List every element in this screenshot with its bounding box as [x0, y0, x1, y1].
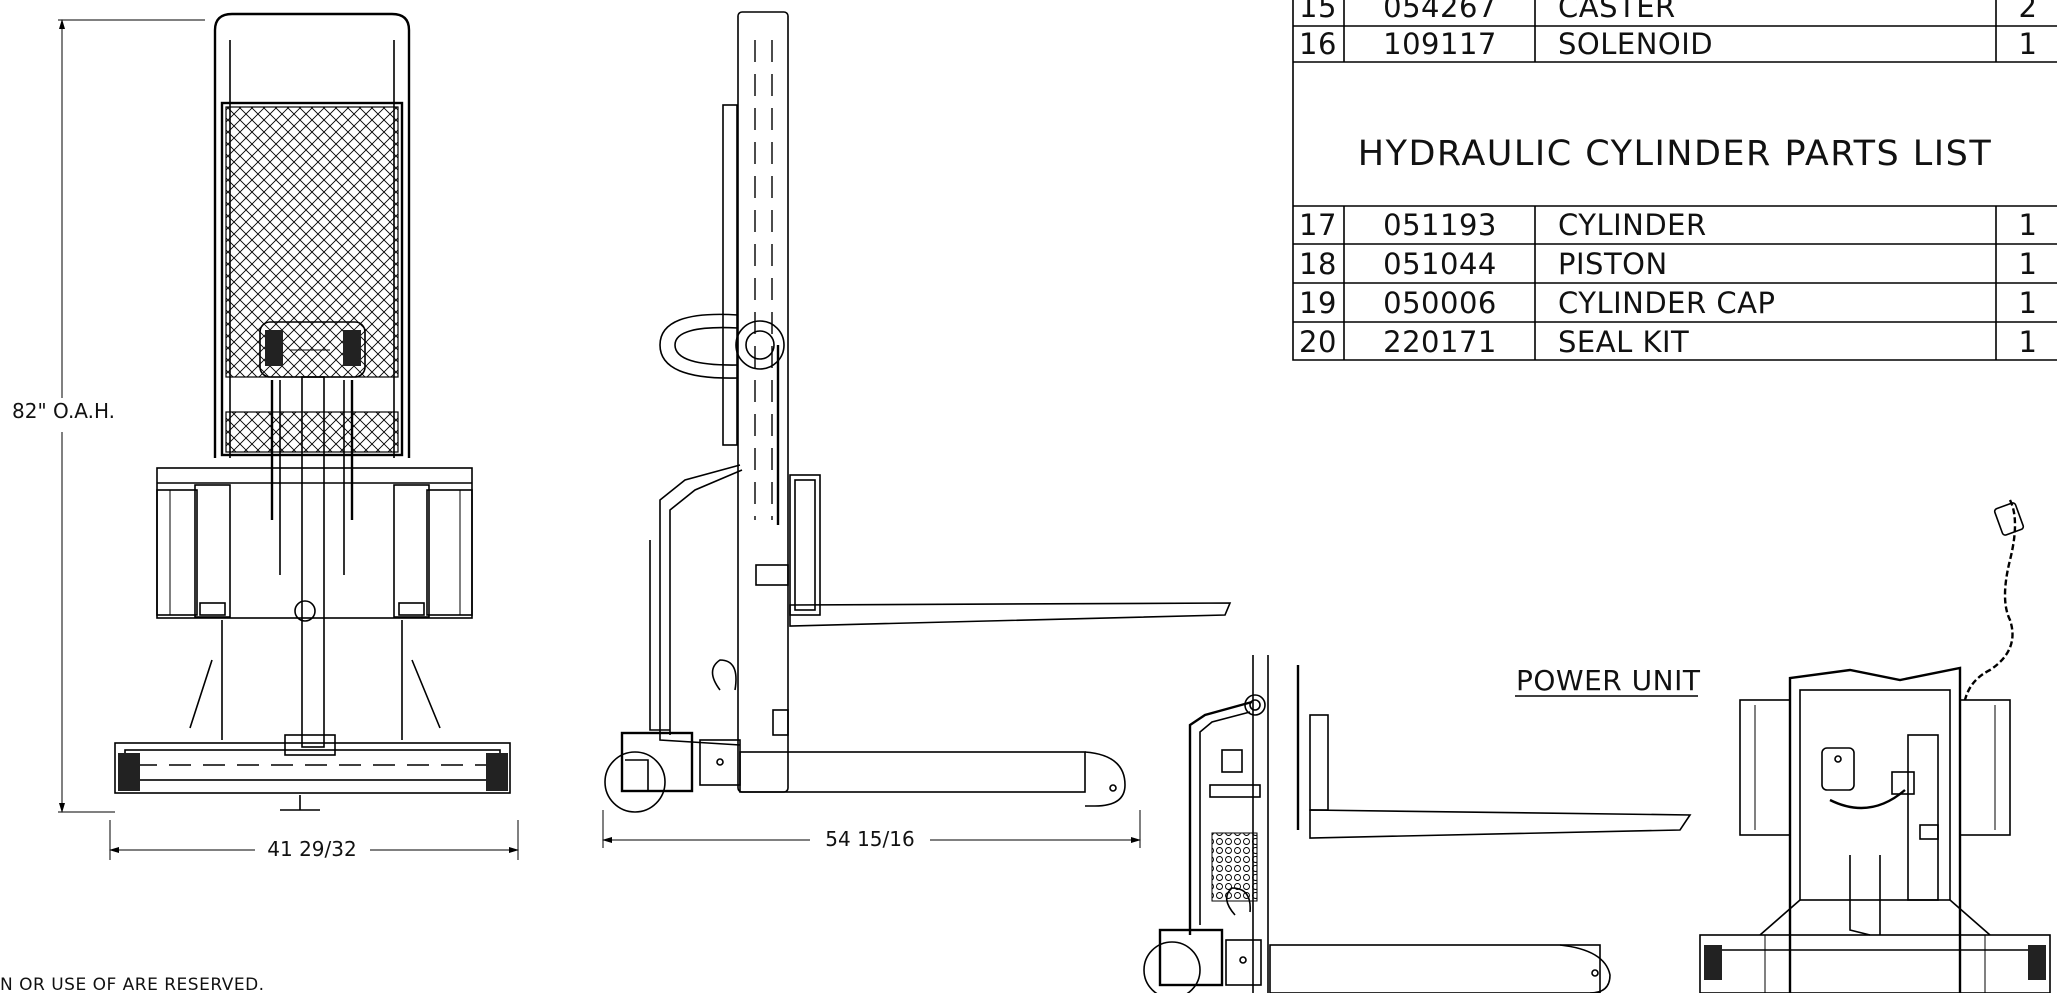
row-17-description: CYLINDER	[1558, 208, 1707, 242]
power-unit-side-detail	[1143, 655, 1692, 993]
row-15-part: 054267	[1383, 0, 1497, 24]
row-15-qty: 2	[2019, 0, 2038, 24]
power-unit-label: POWER UNIT	[1516, 664, 1701, 697]
row-15-description: CASTER	[1558, 0, 1676, 24]
row-17-part: 051193	[1383, 208, 1497, 242]
width-dimension: 41 29/32	[267, 837, 356, 861]
row-18-item: 18	[1299, 247, 1337, 281]
footer-note: N OR USE OF ARE RESERVED.	[0, 975, 265, 993]
row-15-item: 15	[1299, 0, 1337, 24]
row-20-qty: 1	[2019, 325, 2038, 359]
row-17-qty: 1	[2019, 208, 2038, 242]
row-20-part: 220171	[1383, 325, 1497, 359]
row-16-qty: 1	[2019, 27, 2038, 61]
row-16-item: 16	[1299, 27, 1337, 61]
section-title: HYDRAULIC CYLINDER PARTS LIST	[1358, 134, 1992, 174]
parts-table: 15 054267 CASTER 2 16 109117 SOLENOID 1 …	[1292, 0, 2057, 361]
row-17-item: 17	[1299, 208, 1337, 242]
row-18-part: 051044	[1383, 247, 1497, 281]
row-16-part: 109117	[1383, 27, 1497, 61]
length-dimension: 54 15/16	[825, 827, 914, 851]
row-20-item: 20	[1299, 325, 1337, 359]
row-16-description: SOLENOID	[1558, 27, 1713, 61]
row-18-qty: 1	[2019, 247, 2038, 281]
row-19-part: 050006	[1383, 286, 1497, 320]
front-view-drawing	[58, 12, 519, 860]
row-20-description: SEAL KIT	[1558, 325, 1689, 359]
power-unit-front-detail	[1699, 499, 2051, 993]
overall-height-dimension: 82" O.A.H.	[12, 399, 115, 423]
row-19-item: 19	[1299, 286, 1337, 320]
row-19-qty: 1	[2019, 286, 2038, 320]
row-18-description: PISTON	[1558, 247, 1668, 281]
side-view-drawing	[602, 11, 1232, 848]
row-19-description: CYLINDER CAP	[1558, 286, 1775, 320]
